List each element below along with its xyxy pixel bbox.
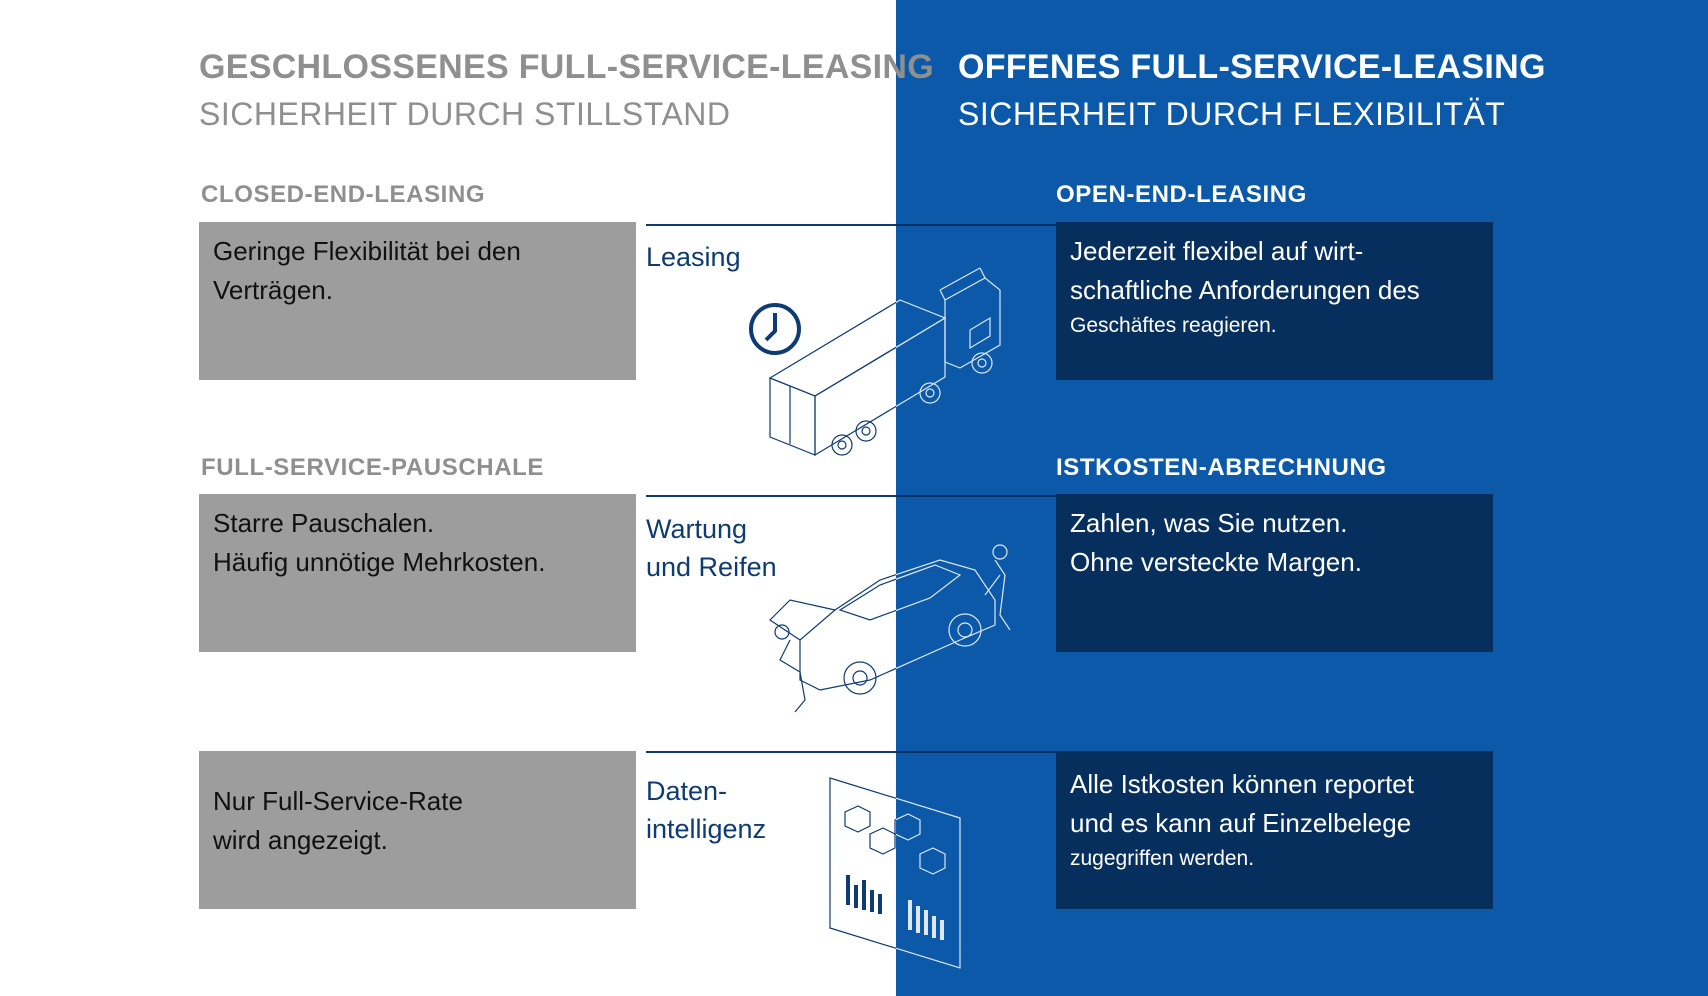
truck-icon [769, 267, 896, 456]
left-section-heading-closed-end: CLOSED-END-LEASING [201, 181, 486, 208]
category-line: und Reifen [646, 552, 777, 582]
right-line-art [896, 267, 1011, 970]
left-box-full-service-rate: Nur Full-Service-Rate wird angezeigt. [199, 751, 636, 909]
category-line: Wartung [646, 514, 748, 544]
box-text-line: Häufig unnötige Mehrkosten. [213, 547, 546, 577]
car-mechanics-icon [896, 544, 1011, 713]
row-divider-wartung-right [896, 495, 1056, 497]
row-divider-daten-right [896, 751, 1056, 753]
left-section-heading-full-service: FULL-SERVICE-PAUSCHALE [201, 454, 544, 481]
left-box-full-service: Starre Pauschalen. Häufig unnötige Mehrk… [199, 494, 636, 652]
row-divider-leasing-left [646, 224, 896, 226]
right-title: OFFENES FULL-SERVICE-LEASING [958, 48, 1546, 86]
row-divider-leasing-right [896, 224, 1056, 226]
truck-icon [896, 267, 1001, 456]
right-box-reporting: Alle Istkosten können reportet und es ka… [1056, 751, 1493, 909]
box-text-line: Alle Istkosten können reportet [1070, 769, 1414, 799]
category-line: intelligenz [646, 814, 767, 844]
category-line: Leasing [646, 242, 741, 272]
box-text-line: Starre Pauschalen. [213, 508, 435, 538]
data-dashboard-icon [896, 776, 962, 970]
box-text-line: Jederzeit flexibel auf wirt- [1070, 236, 1364, 266]
box-text-line: Geringe Flexibilität bei den [213, 236, 521, 266]
box-text-line: Nur Full-Service-Rate [213, 786, 463, 816]
left-box-closed-end: Geringe Flexibilität bei den Verträgen. [199, 222, 636, 380]
category-daten-label: Daten- intelligenz [646, 772, 766, 848]
left-title: GESCHLOSSENES FULL-SERVICE-LEASING [199, 48, 934, 86]
left-line-art [769, 267, 896, 970]
left-subtitle: SICHERHEIT DURCH STILLSTAND [199, 96, 731, 132]
box-text-line: und es kann auf Einzelbelege [1070, 808, 1412, 838]
box-text-line: schaftliche Anforderungen des [1070, 275, 1420, 305]
right-box-istkosten: Zahlen, was Sie nutzen. Ohne versteckte … [1056, 494, 1493, 652]
box-text-line: Geschäftes reagieren. [1070, 314, 1277, 337]
right-section-heading-open-end: OPEN-END-LEASING [1056, 181, 1307, 208]
box-text-line: Zahlen, was Sie nutzen. [1070, 508, 1348, 538]
category-line: Daten- [646, 776, 728, 806]
box-text-line: wird angezeigt. [213, 825, 388, 855]
right-subtitle: SICHERHEIT DURCH FLEXIBILITÄT [958, 96, 1506, 132]
category-leasing-label: Leasing [646, 238, 741, 276]
right-section-heading-istkosten: ISTKOSTEN-ABRECHNUNG [1056, 454, 1387, 481]
box-text-line: zugegriffen werden. [1070, 847, 1255, 870]
row-divider-daten-left [646, 751, 896, 753]
category-wartung-label: Wartung und Reifen [646, 510, 777, 586]
box-text-line: Verträgen. [213, 275, 333, 305]
row-divider-wartung-left [646, 495, 896, 497]
right-box-open-end: Jederzeit flexibel auf wirt- schaftliche… [1056, 222, 1493, 380]
clock-icon [749, 303, 801, 355]
box-text-line: Ohne versteckte Margen. [1070, 547, 1362, 577]
